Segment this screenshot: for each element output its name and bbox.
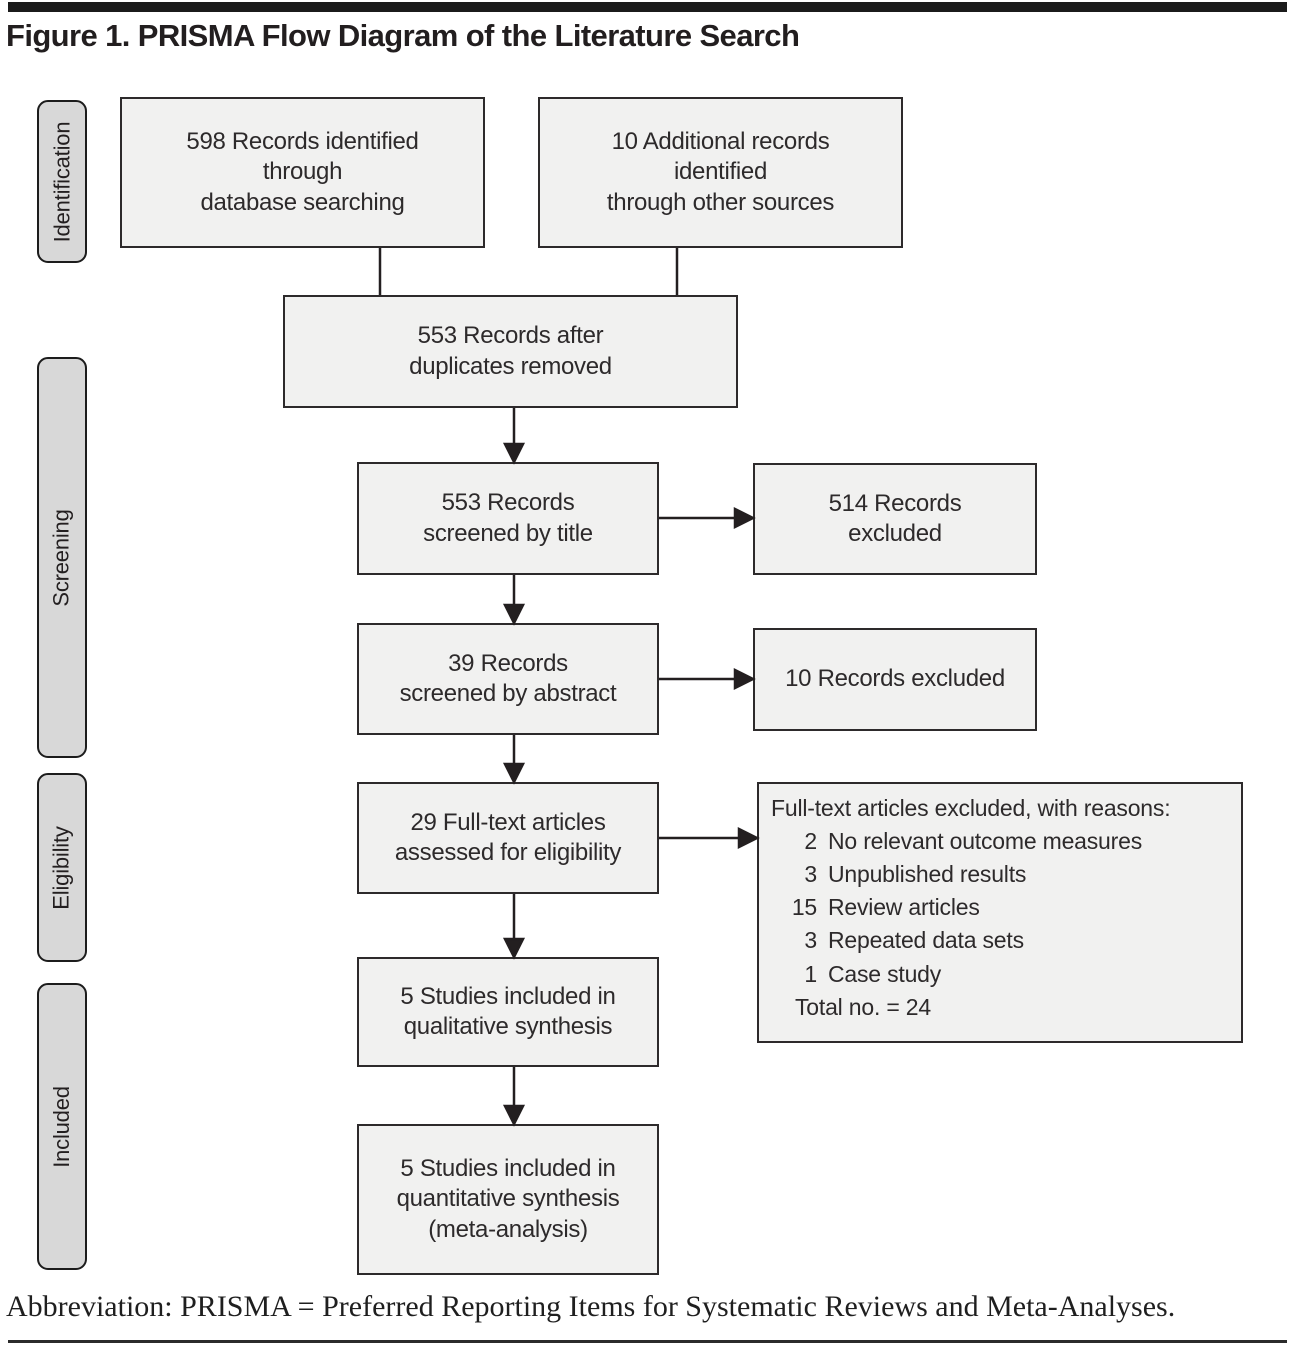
box-screened-by-title: 553 Records screened by title	[357, 462, 659, 575]
bottom-rule	[8, 1340, 1287, 1343]
exclusion-item: 3 Unpublished results	[759, 858, 1241, 891]
box-records-database-search: 598 Records identified through database …	[120, 97, 485, 248]
exclusion-label: No relevant outcome measures	[828, 828, 1142, 855]
box-text-line: through	[262, 158, 343, 186]
arrow-qualitative-to-quantitative-head	[502, 1104, 526, 1127]
box-text-line: 29 Full-text articles	[410, 808, 606, 836]
box-text-line: excluded	[848, 520, 942, 547]
exclusion-label: Repeated data sets	[828, 927, 1024, 954]
arrow-abstract-to-fulltext-head	[502, 762, 526, 785]
box-text-line: qualitative synthesis	[403, 1013, 613, 1040]
exclusion-label: Case study	[828, 960, 942, 987]
box-fulltext-assessed: 29 Full-text articles assessed for eligi…	[357, 782, 659, 894]
box-excluded-by-title: 514 Records excluded	[753, 463, 1037, 575]
figure-title: Figure 1. PRISMA Flow Diagram of the Lit…	[6, 18, 800, 53]
box-text-line: 5 Studies included in	[400, 982, 616, 1010]
exclusion-item: 2 No relevant outcome measures	[759, 825, 1241, 858]
box-text-line: 553 Records	[441, 489, 575, 517]
arrow-fulltext-excluded-head	[737, 826, 760, 850]
box-records-other-sources: 10 Additional records identified through…	[538, 97, 903, 248]
box-text-line: through other sources	[606, 188, 835, 216]
box-text-line: 10 Additional records	[611, 127, 830, 155]
exclusion-count: 3	[804, 927, 817, 954]
box-text-line: screened by abstract	[399, 680, 617, 707]
box-fulltext-excluded-reasons: Full-text articles excluded, with reason…	[757, 782, 1243, 1043]
exclusion-label: Review articles	[828, 894, 980, 921]
stage-eligibility: Eligibility	[37, 773, 87, 962]
abbreviation-note: Abbreviation: PRISMA = Preferred Reporti…	[6, 1290, 1176, 1323]
box-text-line: assessed for eligibility	[394, 839, 622, 866]
top-rule	[8, 2, 1287, 12]
box-text-line: duplicates removed	[409, 352, 612, 380]
box-excluded-by-abstract: 10 Records excluded	[753, 628, 1037, 731]
exclusion-item: 15 Review articles	[759, 891, 1241, 924]
arrow-abstract-excluded-head	[733, 667, 756, 691]
box-after-duplicates: 553 Records after duplicates removed	[283, 295, 738, 408]
stage-screening: Screening	[37, 357, 87, 758]
exclusion-item: 3 Repeated data sets	[759, 924, 1241, 957]
box-text-line: (meta-analysis)	[428, 1215, 588, 1243]
exclusion-heading: Full-text articles excluded, with reason…	[771, 795, 1171, 821]
arrow-title-excluded-head	[733, 506, 756, 530]
box-qualitative-synthesis: 5 Studies included in qualitative synthe…	[357, 957, 659, 1067]
exclusion-count: 1	[804, 960, 817, 987]
box-text-line: 598 Records identified	[186, 127, 419, 155]
box-text-line: 39 Records	[448, 649, 568, 677]
box-screened-by-abstract: 39 Records screened by abstract	[357, 623, 659, 735]
box-text-line: database searching	[200, 188, 405, 216]
stage-label: Eligibility	[49, 825, 75, 910]
stage-label: Included	[49, 1085, 75, 1168]
box-text-line: 5 Studies included in	[400, 1154, 616, 1182]
box-text-line: identified	[673, 158, 768, 186]
stage-label: Identification	[49, 121, 75, 242]
stage-included: Included	[37, 983, 87, 1270]
stage-label: Screening	[49, 508, 75, 607]
exclusion-count: 2	[804, 828, 817, 855]
box-text-line: 10 Records excluded	[785, 665, 1005, 693]
stage-identification: Identification	[37, 100, 87, 263]
box-text-line: quantitative synthesis	[396, 1185, 620, 1213]
box-text-line: 553 Records after	[417, 322, 604, 350]
arrow-title-to-abstract-head	[502, 603, 526, 626]
box-text-line: screened by title	[423, 519, 593, 547]
exclusion-total: Total no. = 24	[795, 993, 931, 1020]
exclusion-count: 3	[804, 861, 817, 888]
arrow-fulltext-to-qualitative-head	[502, 937, 526, 960]
exclusion-count: 15	[791, 894, 817, 921]
box-quantitative-synthesis: 5 Studies included in quantitative synth…	[357, 1124, 659, 1275]
arrow-dedup-to-title-head	[502, 442, 526, 465]
exclusion-item: 1 Case study	[759, 958, 1241, 991]
exclusion-label: Unpublished results	[828, 861, 1027, 888]
box-text-line: 514 Records	[828, 489, 962, 517]
